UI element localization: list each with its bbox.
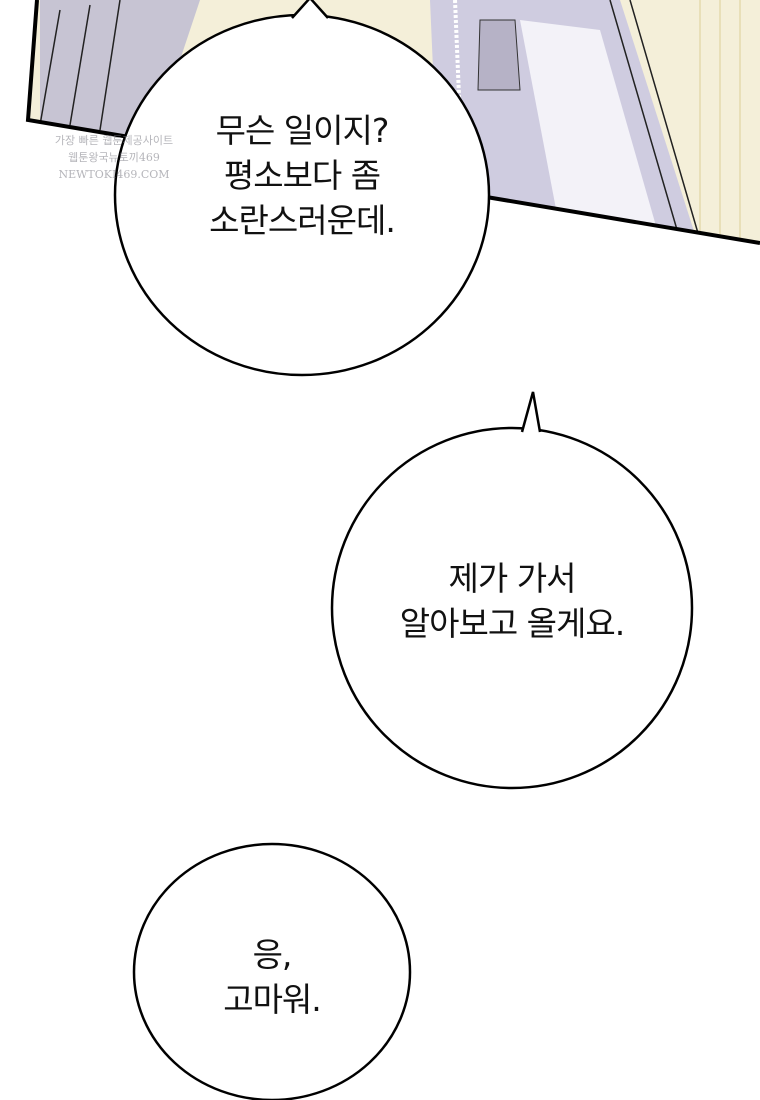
bubble-1-text: 무슨 일이지? 평소보다 좀 소란스러운데. [152,108,452,243]
panel-border [25,0,760,245]
watermark-line: NEWTOKI469.COM [58,168,170,181]
dialogue-line: 알아보고 올게요. [399,604,626,643]
dialogue-line: 무슨 일이지? [215,111,390,150]
dialogue-line: 소란스러운데. [209,201,396,240]
dialogue-line: 응, [252,935,293,974]
speech-bubble-2 [330,391,694,790]
dialogue-line: 고마워. [223,980,322,1019]
bubble-3-text: 응, 고마워. [172,932,372,1022]
speech-bubble-1 [113,0,491,377]
speech-bubble-3 [132,842,412,1100]
watermark: 가장 빠른 웹툰제공사이트 웹툰왕국뉴토끼469 NEWTOKI469.COM [48,132,180,183]
bubble-2-text: 제가 가서 알아보고 올게요. [362,556,662,646]
dialogue-line: 제가 가서 [448,559,577,598]
watermark-line: 웹툰왕국뉴토끼469 [68,151,160,164]
watermark-line: 가장 빠른 웹툰제공사이트 [54,134,174,147]
dialogue-line: 평소보다 좀 [223,156,381,195]
